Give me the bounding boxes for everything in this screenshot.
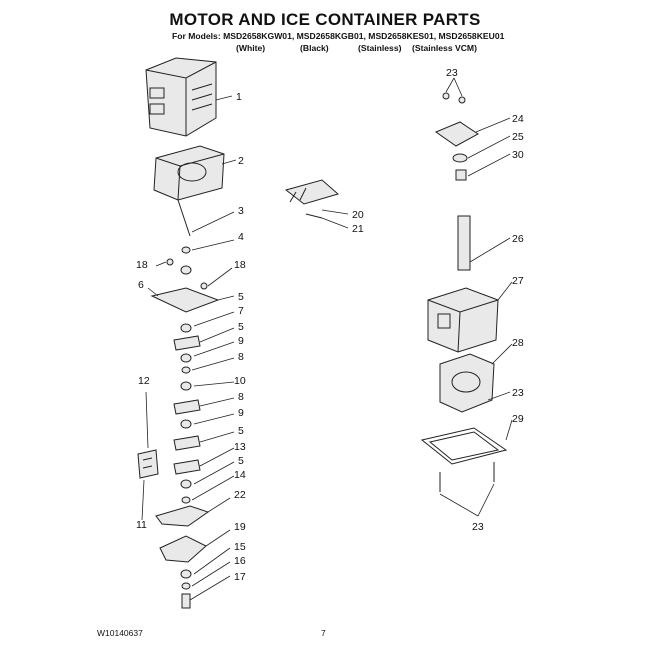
part-clip — [284, 179, 340, 219]
callout-5c: 5 — [238, 425, 244, 437]
callout-4: 4 — [238, 231, 244, 243]
doc-number: W10140637 — [97, 628, 143, 638]
callout-12: 12 — [138, 375, 150, 387]
part-motor-bracket — [153, 145, 225, 201]
callout-15: 15 — [234, 541, 246, 553]
callout-23-top: 23 — [446, 67, 458, 79]
callout-5d: 5 — [238, 455, 244, 467]
part-switch — [137, 449, 159, 479]
callout-9b: 9 — [238, 407, 244, 419]
part-motor-cover — [145, 57, 217, 137]
callout-23-bottom: 23 — [472, 521, 484, 533]
variant-white: (White) — [236, 43, 266, 53]
callout-27: 27 — [512, 275, 524, 287]
callout-5b: 5 — [238, 321, 244, 333]
part-shaft — [457, 215, 471, 271]
callout-22: 22 — [234, 489, 246, 501]
callout-21: 21 — [352, 223, 364, 235]
callout-6: 6 — [138, 279, 144, 291]
callout-25: 25 — [512, 131, 524, 143]
variant-black: (Black) — [300, 43, 329, 53]
callout-24: 24 — [512, 113, 524, 125]
callout-8a: 8 — [238, 351, 244, 363]
callout-10: 10 — [234, 375, 246, 387]
part-gasket — [420, 427, 508, 492]
callouts: 1 2 3 4 18 18 6 5 7 5 9 8 12 10 8 9 5 13… — [136, 67, 524, 583]
model-variants: (White) (Black) (Stainless) (Stainless VCM) — [236, 43, 477, 53]
callout-30: 30 — [512, 149, 524, 161]
page-title: MOTOR AND ICE CONTAINER PARTS — [169, 10, 481, 29]
part-upper-housing — [427, 287, 499, 353]
callout-13: 13 — [234, 441, 246, 453]
variant-stainless-vcm: (Stainless VCM) — [412, 43, 477, 53]
callout-18-right: 18 — [234, 259, 246, 271]
variant-stainless: (Stainless) — [358, 43, 402, 53]
part-auger-stack — [150, 246, 220, 609]
callout-17: 17 — [234, 571, 246, 583]
callout-7: 7 — [238, 305, 244, 317]
leader-lines — [141, 77, 513, 601]
callout-29: 29 — [512, 413, 524, 425]
callout-26: 26 — [512, 233, 524, 245]
callout-20: 20 — [352, 209, 364, 221]
callout-5a: 5 — [238, 291, 244, 303]
callout-14: 14 — [234, 469, 246, 481]
part-auger-motor — [439, 353, 495, 413]
part-bearing-plate — [434, 92, 479, 181]
callout-11: 11 — [136, 519, 147, 531]
callout-18-left: 18 — [136, 259, 148, 271]
callout-28: 28 — [512, 337, 524, 349]
callout-1: 1 — [236, 91, 242, 103]
callout-8b: 8 — [238, 391, 244, 403]
callout-23-mid: 23 — [512, 387, 524, 399]
callout-9a: 9 — [238, 335, 244, 347]
callout-3: 3 — [238, 205, 244, 217]
callout-2: 2 — [238, 155, 244, 167]
callout-19: 19 — [234, 521, 246, 533]
model-list: For Models: MSD2658KGW01, MSD2658KGB01, … — [172, 31, 505, 41]
page-number: 7 — [321, 628, 326, 638]
part-rod — [177, 199, 191, 237]
callout-16: 16 — [234, 555, 246, 567]
